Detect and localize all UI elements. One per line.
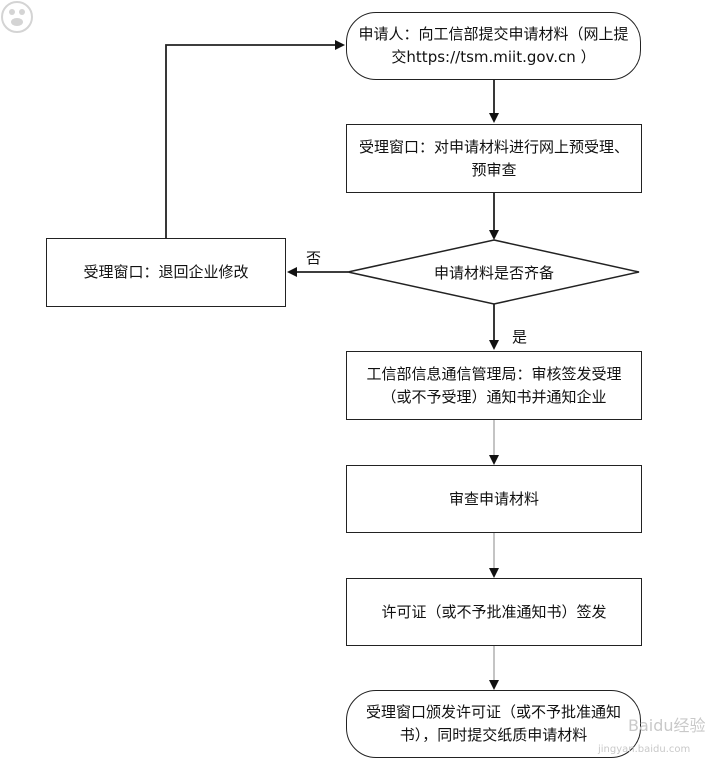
decision-node-text: 申请材料是否齐备 [433,263,554,282]
review-node: 审查申请材料 [346,465,642,533]
end-node-text: 受理窗口颁发许可证（或不予批准通知书），同时提交纸质申请材料 [365,703,621,744]
return-node: 受理窗口：退回企业修改 [46,238,286,307]
prereview-node-text: 受理窗口：对申请材料进行网上预受理、预审查 [358,137,629,179]
issue-license-node: 许可证（或不予批准通知书）签发 [346,578,642,646]
issue-license-node-text: 许可证（或不予批准通知书）签发 [381,602,607,621]
watermark-text: Baidu经验 [628,716,706,735]
end-node: 受理窗口颁发许可证（或不予批准通知书），同时提交纸质申请材料 [346,690,641,758]
notify-node-text: 工信部信息通信管理局：审核签发受理（或不予受理）通知书并通知企业 [366,364,622,406]
return-node-text: 受理窗口：退回企业修改 [83,263,249,281]
yes-label: 是 [512,328,528,346]
baidu-paw-icon [1,1,33,33]
start-node: 申请人：向工信部提交申请材料（网上提交https://tsm.miit.gov.… [346,12,641,80]
review-node-text: 审查申请材料 [448,489,539,508]
notify-node: 工信部信息通信管理局：审核签发受理（或不予受理）通知书并通知企业 [346,351,642,420]
arrow-return-to-start [165,40,345,238]
start-node-text: 申请人：向工信部提交申请材料（网上提交https://tsm.miit.gov.… [358,25,629,66]
prereview-node: 受理窗口：对申请材料进行网上预受理、预审查 [346,124,642,193]
watermark-subtext: jingyan.baidu.com [598,744,691,755]
no-label: 否 [306,249,322,267]
